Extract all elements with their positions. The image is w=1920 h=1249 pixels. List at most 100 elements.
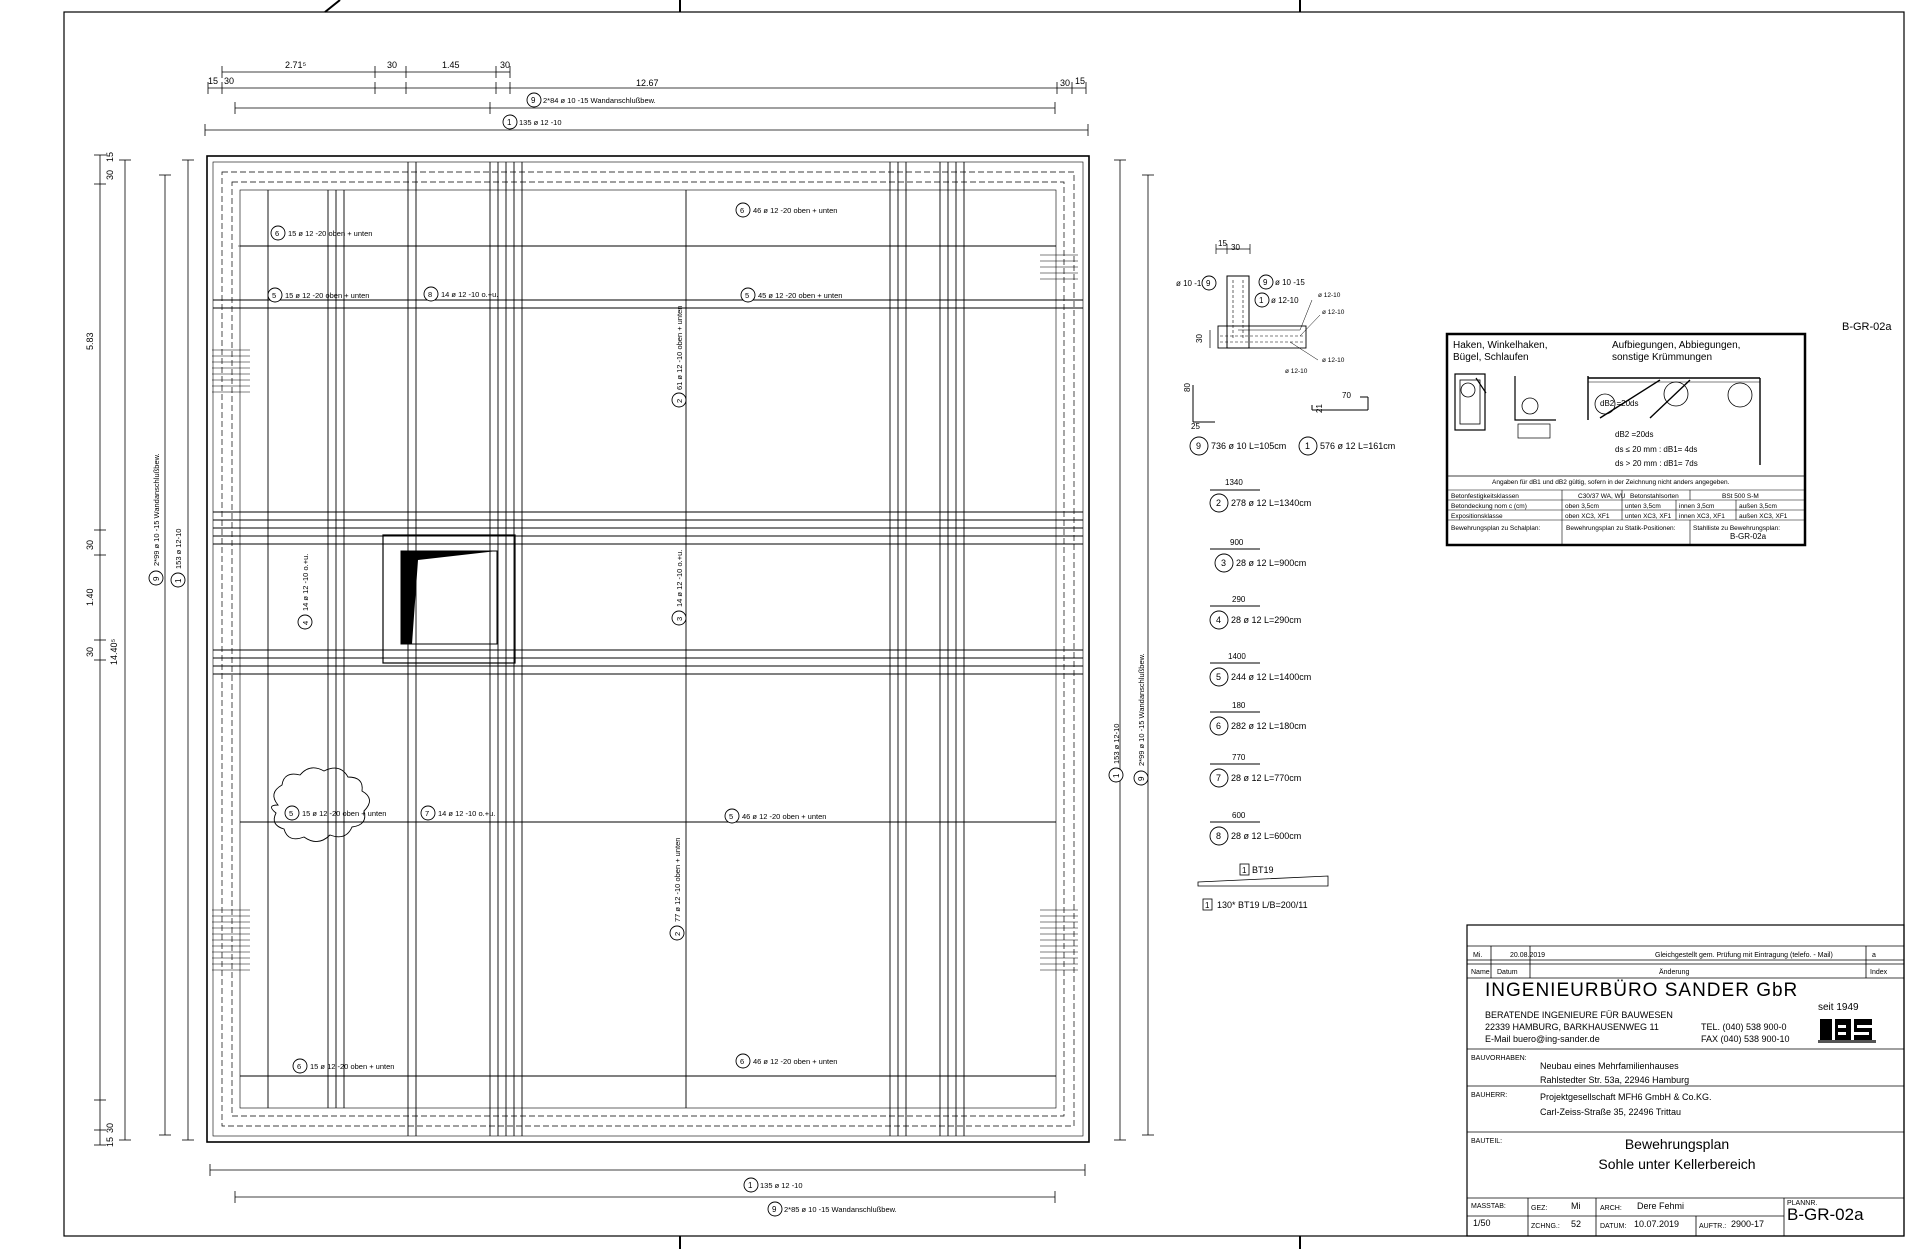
svg-text:5: 5 [1216,672,1221,682]
title-block: Mi. 20.08.2019 Gleichgestellt gem. Prüfu… [1467,925,1904,1236]
svg-text:1: 1 [1205,901,1210,910]
svg-text:130* BT19 L/B=200/11: 130* BT19 L/B=200/11 [1217,900,1308,910]
svg-text:1: 1 [748,1181,753,1190]
svg-text:unten 3,5cm: unten 3,5cm [1625,503,1661,510]
svg-text:30: 30 [105,170,115,180]
svg-text:135 ø 12 -10: 135 ø 12 -10 [519,118,562,127]
svg-text:153 ø 12-10: 153 ø 12-10 [174,529,183,569]
svg-text:6: 6 [275,229,279,238]
title-block-grid [1466,924,1905,1237]
left-dimension-chain [94,154,194,1146]
svg-text:ds ≤ 20 mm : dB1= 4ds: ds ≤ 20 mm : dB1= 4ds [1615,445,1697,454]
svg-text:9: 9 [772,1205,777,1214]
slab-outline [206,155,1090,1143]
vertical-rebars [267,162,965,1136]
svg-text:736 ø 10 L=105cm: 736 ø 10 L=105cm [1211,441,1286,451]
svg-text:6: 6 [740,1057,744,1066]
datum-value: 10.07.2019 [1634,1219,1680,1229]
bottom-label-bars: 1 135 ø 12 -10 [743,1177,803,1193]
svg-text:Expositionsklasse: Expositionsklasse [1451,513,1503,520]
svg-text:ø 12-10: ø 12-10 [1285,368,1308,375]
svg-text:innen 3,5cm: innen 3,5cm [1679,503,1714,510]
massstab-value: 1/50 [1473,1218,1491,1228]
section-detail [1192,244,1369,423]
svg-text:770: 770 [1232,753,1246,762]
svg-text:Betondeckung nom c (cm): Betondeckung nom c (cm) [1451,503,1527,510]
bauvorhaben-line-1: Neubau eines Mehrfamilienhauses [1540,1061,1679,1071]
svg-text:28 ø 12 L=900cm: 28 ø 12 L=900cm [1236,558,1306,568]
shape-label-9: 9 736 ø 10 L=105cm [1189,436,1286,456]
svg-text:7: 7 [1216,773,1221,783]
svg-text:1: 1 [174,578,183,583]
dim-text: 2.71⁵ [285,60,307,70]
dim-text: 1.45 [442,60,460,70]
header-name: Name [1471,969,1490,976]
rev-name: Mi. [1473,952,1483,959]
header-index: Index [1870,969,1888,976]
svg-text:14 ø 12 -10 o.+u.: 14 ø 12 -10 o.+u. [438,809,495,818]
top-label-bottom-bars: 1 135 ø 12 -10 [502,114,562,130]
svg-text:Angaben für dB1 und dB2 gültig: Angaben für dB1 und dB2 gültig, sofern i… [1492,479,1730,486]
svg-text:2: 2 [1216,498,1221,508]
bauvorhaben-label: BAUVORHABEN: [1471,1055,1527,1062]
svg-text:ø 12-10: ø 12-10 [1322,357,1345,364]
dim-text: 30 [500,60,510,70]
svg-text:30: 30 [85,647,95,657]
svg-text:1: 1 [1112,773,1121,778]
svg-text:BT19: BT19 [1252,865,1274,875]
svg-text:6: 6 [297,1062,301,1071]
svg-text:C30/37 WA, WU: C30/37 WA, WU [1578,493,1626,500]
svg-text:15: 15 [105,152,115,162]
svg-text:B-GR-02a: B-GR-02a [1730,532,1767,541]
svg-text:30: 30 [1195,334,1204,343]
dim-text: 30 [1060,78,1070,88]
svg-text:282 ø 12 L=180cm: 282 ø 12 L=180cm [1231,721,1306,731]
since-label: seit 1949 [1818,1002,1859,1013]
mesh-item: 1 BT19 1 130* BT19 L/B=200/11 [1197,863,1329,911]
svg-text:290: 290 [1232,595,1246,604]
svg-text:ø 12-10: ø 12-10 [1318,292,1341,299]
bauteil-line-2: Sohle unter Kellerbereich [1598,1156,1756,1172]
auftr-value: 2900-17 [1731,1219,1765,1229]
svg-text:dB2 =20ds: dB2 =20ds [1600,399,1638,408]
svg-text:153 ø 12-10: 153 ø 12-10 [1112,724,1121,764]
office-email: E-Mail buero@ing-sander.de [1485,1034,1600,1044]
datum-label: DATUM: [1600,1223,1627,1230]
svg-text:70: 70 [1342,391,1351,400]
svg-text:unten XC3, XF1: unten XC3, XF1 [1625,513,1672,520]
svg-text:9: 9 [1196,441,1201,451]
dim-text: 15 [208,76,218,86]
right-label-wall-bars: 9 2*99 ø 10 -15 Wandanschlußbew. [1133,653,1149,786]
svg-text:244 ø 12 L=1400cm: 244 ø 12 L=1400cm [1231,672,1311,682]
svg-text:2*84 ø 10 -15 Wandanschlußbew.: 2*84 ø 10 -15 Wandanschlußbew. [543,96,656,105]
svg-text:8: 8 [428,290,432,299]
svg-text:außen XC3, XF1: außen XC3, XF1 [1739,513,1788,520]
office-subtitle: BERATENDE INGENIEURE FÜR BAUWESEN [1485,1010,1673,1020]
plan-id-label: B-GR-02a [1842,321,1892,333]
svg-text:Aufbiegungen, Abbiegungen,: Aufbiegungen, Abbiegungen, [1612,340,1740,351]
svg-text:BSt 500 S-M: BSt 500 S-M [1722,493,1759,500]
svg-text:sonstige Krümmungen: sonstige Krümmungen [1612,352,1712,363]
zchng-value: 52 [1571,1219,1582,1229]
svg-text:30: 30 [85,540,95,550]
svg-text:576 ø 12 L=161cm: 576 ø 12 L=161cm [1320,441,1395,451]
svg-text:278 ø 12 L=1340cm: 278 ø 12 L=1340cm [1231,498,1311,508]
svg-text:15: 15 [105,1137,115,1147]
office-fax: FAX (040) 538 900-10 [1701,1034,1790,1044]
top-dimension-chain [204,66,1089,136]
svg-text:15 ø 12 -20 oben + unten: 15 ø 12 -20 oben + unten [285,291,369,300]
plan-label: 314 ø 12 -10 o.+u. [671,550,687,626]
